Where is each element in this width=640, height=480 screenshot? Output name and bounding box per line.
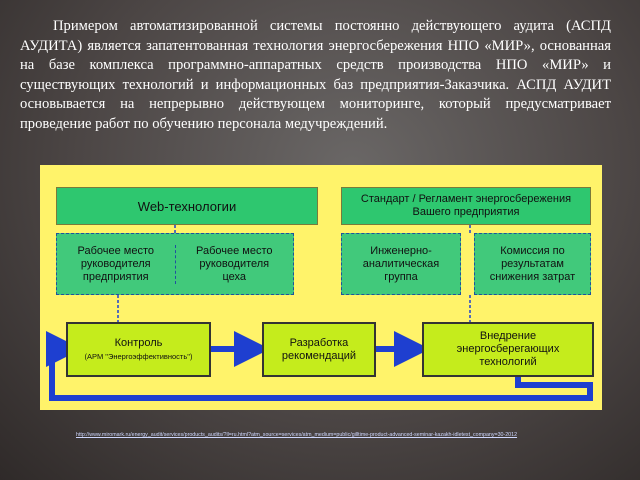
control-title: Контроль: [114, 336, 163, 349]
develop-line-2: рекомендаций: [281, 349, 357, 362]
control-box: Контроль (АРМ "Энергоэффективность"): [66, 322, 211, 377]
impl-line-3: технологий: [479, 356, 537, 368]
impl-line-2: энергосберегающих: [456, 343, 560, 355]
control-subtitle: (АРМ "Энергоэффективность"): [84, 351, 193, 361]
manager-line-2: руководителя: [80, 257, 151, 270]
shop-line-3: цеха: [222, 270, 247, 283]
web-technologies-box: Web-технологии: [56, 187, 318, 225]
commission-line-3: снижения затрат: [489, 270, 576, 283]
engineering-line-2: аналитическая: [362, 257, 440, 270]
engineering-line-1: Инженерно-: [370, 244, 432, 257]
recommendations-box: Разработка рекомендаций: [262, 322, 376, 377]
impl-line-1: Внедрение: [479, 330, 537, 342]
shop-line-2: руководителя: [199, 257, 270, 270]
manager-workplace-box: Рабочее место руководителя предприятия Р…: [56, 233, 294, 295]
source-link[interactable]: http://www.miromark.ru/energy_audit/serv…: [76, 432, 518, 438]
standard-box: Стандарт / Регламент энергосбережения Ва…: [341, 187, 591, 225]
intro-paragraph: Примером автоматизированной системы пост…: [20, 18, 611, 132]
manager-line-1: Рабочее место: [77, 244, 154, 257]
enterprise-manager-cell: Рабочее место руководителя предприятия: [57, 244, 176, 284]
web-technologies-label: Web-технологии: [137, 198, 237, 214]
develop-line-1: Разработка: [289, 336, 349, 349]
engineering-group-box: Инженерно- аналитическая группа: [341, 233, 461, 295]
commission-line-1: Комиссия по: [500, 244, 565, 257]
manager-line-3: предприятия: [82, 270, 149, 283]
arrow-feedback-loop: [46, 331, 593, 401]
shop-line-1: Рабочее место: [195, 244, 273, 257]
commission-box: Комиссия по результатам снижения затрат: [474, 233, 591, 295]
commission-line-2: результатам: [501, 257, 564, 270]
engineering-line-3: группа: [384, 270, 418, 283]
standard-line-1: Стандарт / Регламент энергосбережения: [360, 193, 572, 205]
implementation-box: Внедрение энергосберегающих технологий: [422, 322, 594, 377]
shop-manager-cell: Рабочее место руководителя цеха: [176, 245, 294, 284]
standard-line-2: Вашего предприятия: [412, 206, 520, 218]
